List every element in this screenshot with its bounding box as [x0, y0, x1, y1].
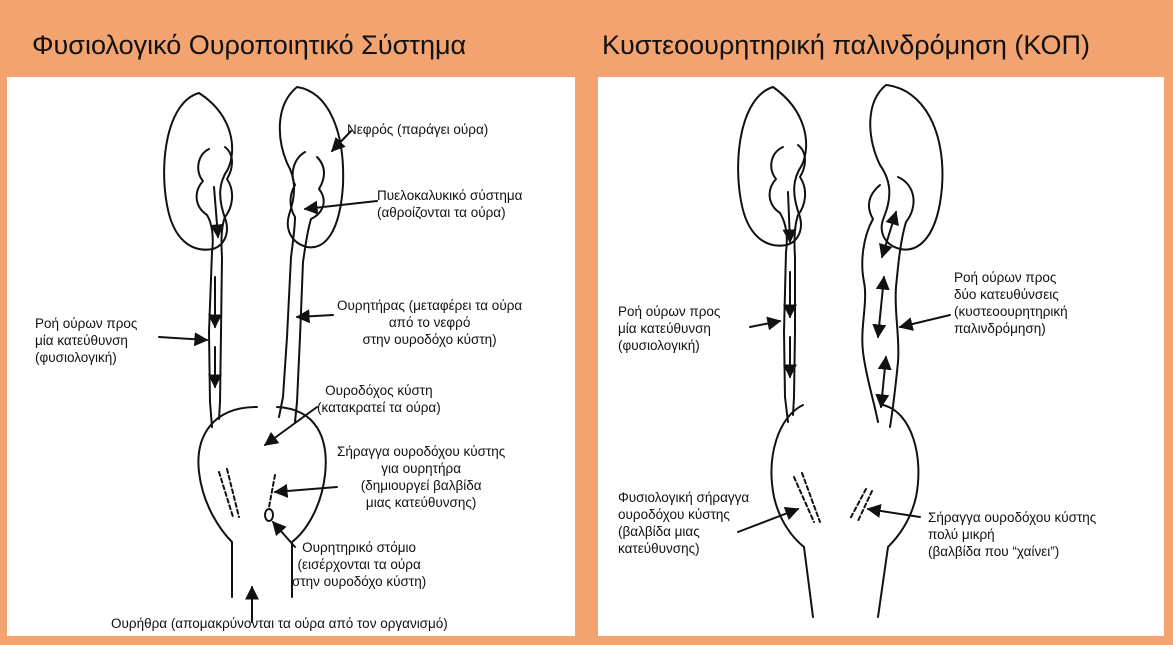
normal-urinary-system-panel: Νεφρός (παράγει ούρα) Πυελοκαλυκικό σύστ… — [7, 77, 575, 636]
right-kidney-shape — [280, 87, 343, 247]
right-dilated-ureter-shape — [862, 177, 913, 427]
bladder-label: Ουροδόχος κύστη(κατακρατεί τα ούρα) — [317, 382, 441, 416]
left-ureter-shape — [770, 145, 805, 422]
urethra-label: Ουρήθρα (απομακρύνονται τα ούρα από τον … — [111, 615, 448, 632]
right-panel-title: Κυστεοουρητηρική παλινδρόμηση (ΚΟΠ) — [602, 30, 1090, 61]
right-kidney-shape — [870, 85, 942, 250]
renal-pelvis-label: Πυελοκαλυκικό σύστημα(αθροίζονται τα ούρ… — [377, 187, 522, 221]
kidney-label: Νεφρός (παράγει ούρα) — [347, 121, 488, 138]
left-panel-title: Φυσιολογικό Ουροποιητικό Σύστημα — [32, 30, 466, 61]
